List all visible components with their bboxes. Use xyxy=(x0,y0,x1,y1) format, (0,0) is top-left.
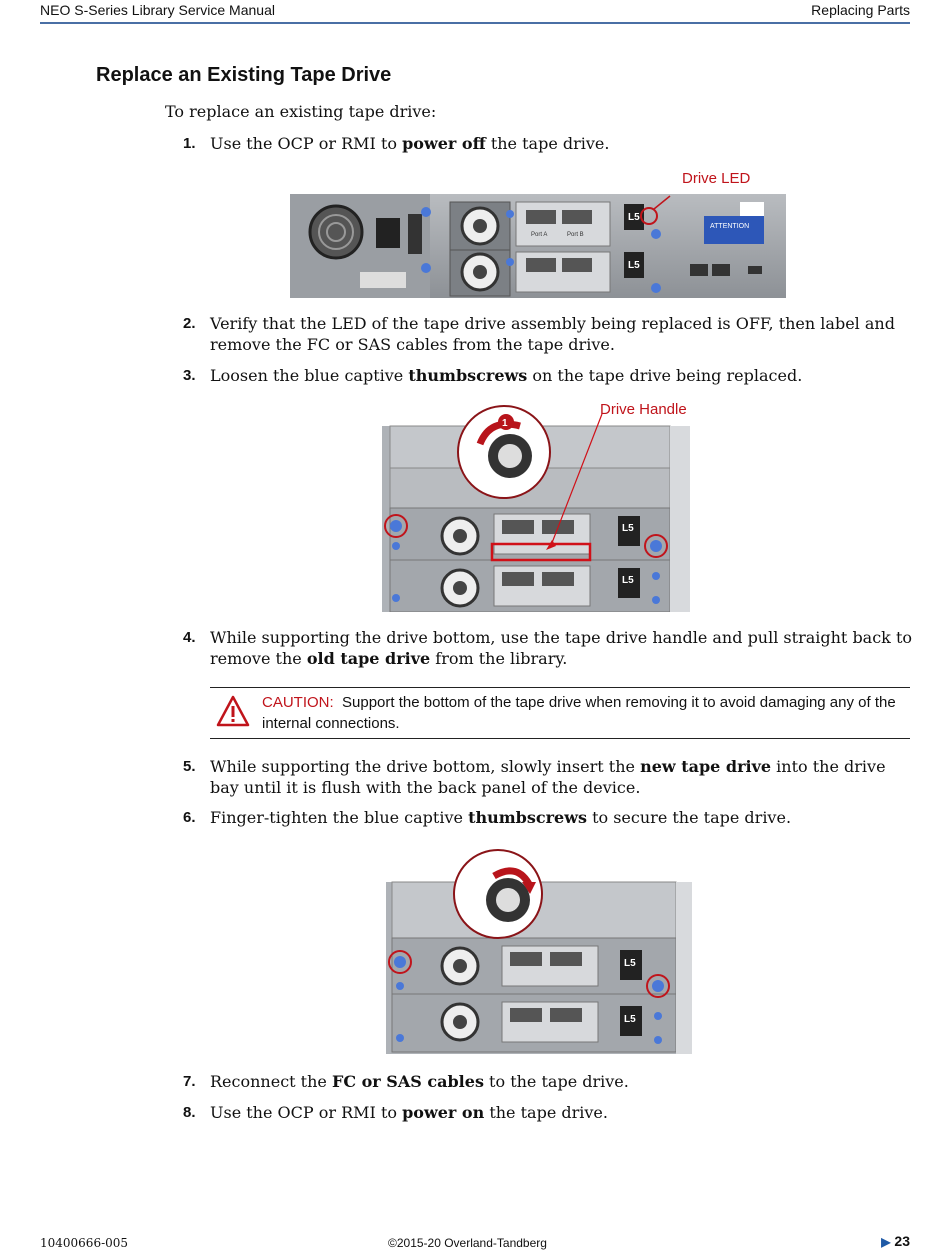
step-text: Finger-tighten the blue captive thumbscr… xyxy=(210,808,792,827)
thumbscrew-loosen-figure: L5 L5 1 xyxy=(382,405,690,612)
step-6: 6. Finger-tighten the blue captive thumb… xyxy=(183,807,913,828)
drive-led-marker xyxy=(640,207,658,225)
step-number: 4. xyxy=(183,629,196,646)
step-text: While supporting the drive bottom, slowl… xyxy=(210,757,886,797)
rear-panel-figure: Port A Port B L5 L5 ATTENTION xyxy=(290,194,786,298)
step-number: 7. xyxy=(183,1073,196,1090)
step-7: 7. Reconnect the FC or SAS cables to the… xyxy=(183,1071,913,1092)
drive-handle-callout: Drive Handle xyxy=(600,401,687,418)
caution-text: CAUTION: Support the bottom of the tape … xyxy=(262,694,896,732)
header-title: NEO S-Series Library Service Manual xyxy=(40,2,275,18)
intro-text: To replace an existing tape drive: xyxy=(165,102,437,121)
step-number: 6. xyxy=(183,809,196,826)
step-3: 3. Loosen the blue captive thumbscrews o… xyxy=(183,365,913,386)
next-page-icon: ▶ xyxy=(881,1235,891,1249)
svg-text:L5: L5 xyxy=(622,523,634,534)
port-b-label: Port B xyxy=(567,232,584,238)
caution-box: CAUTION: Support the bottom of the tape … xyxy=(210,687,910,739)
footer-copyright: ©2015-20 Overland-Tandberg xyxy=(388,1236,547,1250)
step-text: Loosen the blue captive thumbscrews on t… xyxy=(210,366,803,385)
caution-label: CAUTION: xyxy=(262,694,334,711)
attention-label: ATTENTION xyxy=(710,223,749,230)
step-number: 2. xyxy=(183,315,196,332)
drive-led-callout: Drive LED xyxy=(682,170,751,187)
step-2: 2. Verify that the LED of the tape drive… xyxy=(183,313,913,355)
step-text: Use the OCP or RMI to power on the tape … xyxy=(210,1103,608,1122)
page-heading: Replace an Existing Tape Drive xyxy=(96,64,392,86)
port-a-label: Port A xyxy=(531,232,547,238)
step-4: 4. While supporting the drive bottom, us… xyxy=(183,627,913,669)
thumbscrew-tighten-figure: L5 L5 xyxy=(386,849,692,1054)
footer-page[interactable]: ▶ 23 xyxy=(881,1233,910,1249)
svg-text:L5: L5 xyxy=(624,958,636,969)
step-5: 5. While supporting the drive bottom, sl… xyxy=(183,756,913,798)
drive-handle-highlight xyxy=(490,542,592,562)
warning-icon xyxy=(216,695,250,727)
step-8: 8. Use the OCP or RMI to power on the ta… xyxy=(183,1102,913,1123)
step-number: 8. xyxy=(183,1104,196,1121)
step-number: 1. xyxy=(183,135,196,152)
step-number: 5. xyxy=(183,758,196,775)
step-1: 1. Use the OCP or RMI to power off the t… xyxy=(183,133,913,154)
step-text: Verify that the LED of the tape drive as… xyxy=(210,314,895,354)
footer-doc-number: 10400666-005 xyxy=(40,1236,129,1250)
header-rule xyxy=(40,22,910,24)
step-text: While supporting the drive bottom, use t… xyxy=(210,628,913,668)
step-text: Reconnect the FC or SAS cables to the ta… xyxy=(210,1072,629,1091)
l5-label: L5 xyxy=(628,212,640,223)
step-number: 3. xyxy=(183,367,196,384)
svg-text:L5: L5 xyxy=(628,260,640,271)
header-section: Replacing Parts xyxy=(811,2,910,18)
svg-text:L5: L5 xyxy=(622,575,634,586)
step-text: Use the OCP or RMI to power off the tape… xyxy=(210,134,610,153)
page-number: 23 xyxy=(894,1233,910,1249)
step-badge: 1 xyxy=(502,418,508,429)
svg-text:L5: L5 xyxy=(624,1014,636,1025)
